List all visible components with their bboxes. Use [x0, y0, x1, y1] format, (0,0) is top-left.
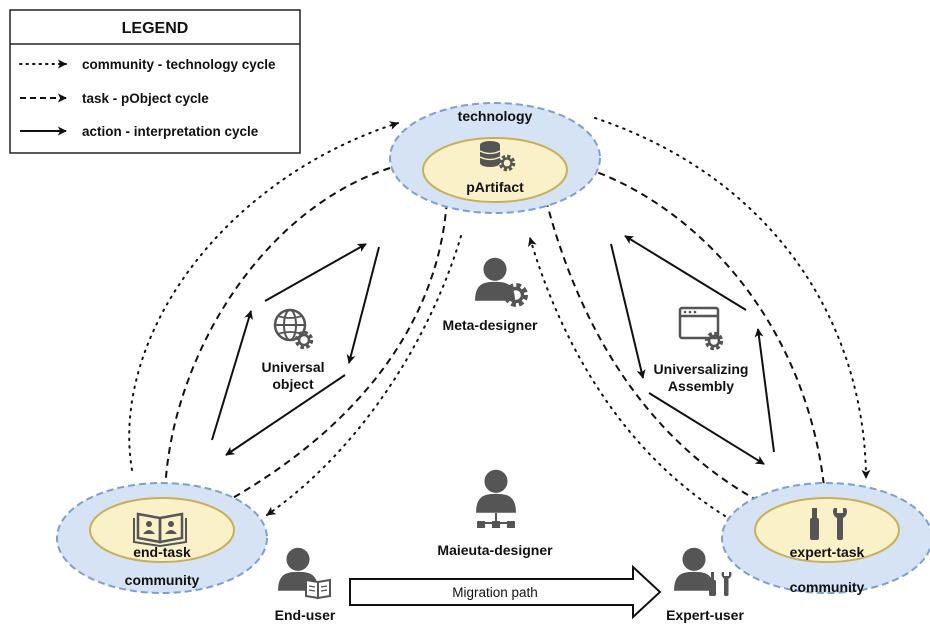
solid-arrow-left-bottom: [225, 374, 346, 456]
end-user-label: End-user: [275, 607, 336, 623]
dotted-arrow-technology-to-experttask: [594, 117, 871, 479]
solid-arrow-left-up: [211, 310, 253, 441]
partifact-label: pArtifact: [466, 179, 524, 195]
universalizing-line1: Universalizing: [654, 361, 749, 377]
migration-arrow-shape: [349, 564, 662, 620]
end-task-label: end-task: [133, 544, 191, 560]
solid-arrow-left-down: [346, 246, 380, 364]
person-gear-icon: [475, 257, 525, 304]
legend-item-dotted: community - technology cycle: [82, 57, 276, 72]
legend-item-dashed: task - pObject cycle: [82, 91, 209, 106]
solid-arrows: [211, 235, 775, 465]
person-tools-icon: [674, 547, 732, 596]
universal-object: Universal object: [261, 308, 325, 392]
legend-title: LEGEND: [122, 20, 189, 37]
solid-arrow-right-down: [610, 243, 646, 379]
solid-arrow-left-top: [264, 243, 367, 302]
universal-object-line2: object: [272, 376, 314, 392]
maieuta-designer-label: Maieuta-designer: [437, 542, 553, 558]
screwdriver-wrench-icon: [810, 508, 847, 540]
migration-path-arrow: Migration path: [349, 564, 662, 620]
person-book-icon: [278, 547, 331, 600]
database-gear-icon: [479, 141, 513, 169]
expert-user: Expert-user: [666, 547, 744, 623]
node-community-right: expert-task community: [721, 482, 930, 595]
universalizing-assembly: Universalizing Assembly: [654, 306, 749, 394]
node-technology: technology pArtifact: [389, 102, 601, 214]
dotted-arrows: [128, 117, 871, 517]
meta-designer: Meta-designer: [443, 257, 538, 333]
dashed-arrow-partifact-to-endtask: [160, 167, 391, 494]
solid-arrow-right-up: [754, 328, 775, 453]
community-left-label: community: [125, 572, 200, 588]
dotted-arrow-technology-to-endtask: [266, 235, 462, 516]
community-right-label: community: [790, 579, 865, 595]
legend-item-solid: action - interpretation cycle: [82, 124, 259, 139]
dotted-arrow-endtask-to-technology: [128, 121, 399, 471]
meta-designer-label: Meta-designer: [443, 317, 538, 333]
expert-user-label: Expert-user: [666, 607, 744, 623]
dashed-arrow-endtask-to-partifact: [212, 197, 452, 510]
technology-label: technology: [458, 108, 533, 124]
universalizing-line2: Assembly: [668, 378, 734, 394]
partifact-ellipse: [422, 137, 568, 203]
globe-gear-icon: [273, 308, 311, 347]
universal-object-line1: Universal: [261, 359, 324, 375]
migration-path-label: Migration path: [452, 585, 538, 600]
node-community-left: end-task community: [56, 482, 268, 594]
dashed-arrow-partifact-to-experttask: [545, 199, 779, 512]
dashed-arrows: [160, 160, 826, 512]
solid-arrow-right-bottom: [648, 392, 765, 465]
legend: LEGEND community - technology cycle task…: [9, 9, 301, 154]
solid-arrow-right-top: [624, 235, 747, 311]
maieuta-designer: Maieuta-designer: [437, 469, 553, 558]
expert-task-label: expert-task: [790, 544, 865, 560]
expert-task-ellipse: [754, 497, 900, 563]
dashed-arrow-experttask-to-partifact: [569, 160, 826, 497]
person-network-icon: [476, 469, 516, 528]
browser-window-gear-icon: [678, 306, 721, 348]
end-task-ellipse: [89, 497, 235, 563]
end-user: End-user: [275, 547, 336, 623]
open-book-people-icon: [133, 512, 187, 548]
